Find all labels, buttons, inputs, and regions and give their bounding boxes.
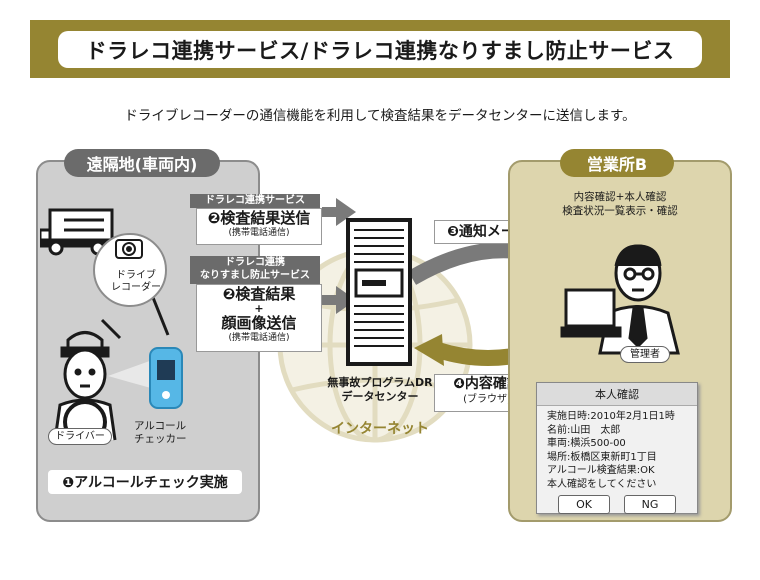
step4-line1: ❹内容確認 (453, 376, 521, 392)
dialog-buttons: OK NG (537, 495, 697, 514)
manager-icon (560, 244, 680, 355)
arrowhead-box1 (336, 198, 356, 226)
server-label: 無事故プログラムDR データセンター (318, 376, 442, 404)
internet-label: インターネット (331, 421, 429, 437)
recorder-bubble (93, 233, 167, 307)
dialog-title: 本人確認 (537, 383, 697, 406)
recorder-label-line1: ドライブ (116, 270, 156, 281)
ng-button[interactable]: NG (624, 495, 676, 514)
step1-label: ❶アルコールチェック実施 (48, 470, 242, 494)
service2-tag-line1: ドラレコ連携 (225, 257, 285, 268)
server-icon (346, 218, 412, 366)
office-description-line2: 検査状況一覧表示・確認 (562, 205, 678, 217)
server-label-line1: 無事故プログラムDR (327, 376, 433, 389)
service2-note: (携帯電話通信) (228, 333, 290, 343)
alcohol-checker-icon (149, 347, 183, 409)
recorder-label-line2: レコーダー (111, 282, 161, 293)
office-description-line1: 内容確認+本人確認 (573, 191, 667, 203)
checker-label-line2: チェッカー (134, 433, 187, 445)
manager-label: 管理者 (620, 346, 670, 363)
arrowhead-browser (414, 334, 444, 366)
dialog-line: 名前:山田 太郎 (547, 424, 621, 436)
dialog-line: 本人確認をしてください (547, 478, 657, 490)
ok-button[interactable]: OK (558, 495, 610, 514)
checker-label-line1: アルコール (134, 420, 187, 432)
service2-tag-line2: なりすまし防止サービス (200, 270, 310, 281)
service1-box: ❷検査結果送信 (携帯電話通信) (196, 208, 322, 245)
driver-icon (53, 331, 117, 444)
service1-note: (携帯電話通信) (228, 228, 290, 238)
server-label-line2: データセンター (341, 390, 419, 403)
office-heading: 営業所B (560, 149, 674, 177)
page-title: ドラレコ連携サービス/ドラレコ連携なりすまし防止サービス (58, 31, 702, 68)
dialog-line: 実施日時:2010年2月1日1時 (547, 411, 675, 422)
dialog-line: 場所:板橋区東新町1丁目 (547, 451, 657, 463)
subtitle: ドライブレコーダーの通信機能を利用して検査結果をデータセンターに送信します。 (124, 108, 636, 124)
service1-tag: ドラレコ連携サービス (190, 194, 320, 208)
dialog-body: 実施日時:2010年2月1日1時 名前:山田 太郎 車両:横浜500-00 場所… (537, 406, 697, 491)
office-description: 内容確認+本人確認 検査状況一覧表示・確認 (512, 190, 728, 218)
dialog-line: アルコール検査結果:OK (547, 465, 655, 476)
recorder-label: ドライブ レコーダー (100, 270, 172, 294)
checker-label: アルコール チェッカー (134, 420, 224, 446)
drive-recorder-icon (115, 239, 143, 259)
service2-step-line2: 顔画像送信 (221, 314, 297, 332)
service2-step-plus: + (254, 302, 264, 315)
remote-site-heading: 遠隔地(車両内) (64, 149, 220, 177)
service1-step: ❷検査結果送信 (207, 209, 311, 227)
identity-confirmation-dialog: 本人確認 実施日時:2010年2月1日1時 名前:山田 太郎 車両:横浜500-… (536, 382, 698, 514)
driver-label: ドライバー (48, 428, 112, 445)
step4-line2: (ブラウザ) (463, 394, 511, 405)
dialog-line: 車両:横浜500-00 (547, 438, 626, 449)
service2-box: ❷検査結果 + 顔画像送信 (携帯電話通信) (196, 284, 322, 352)
service2-step-line1: ❷検査結果 (222, 285, 296, 303)
service2-tag: ドラレコ連携 なりすまし防止サービス (190, 256, 320, 284)
